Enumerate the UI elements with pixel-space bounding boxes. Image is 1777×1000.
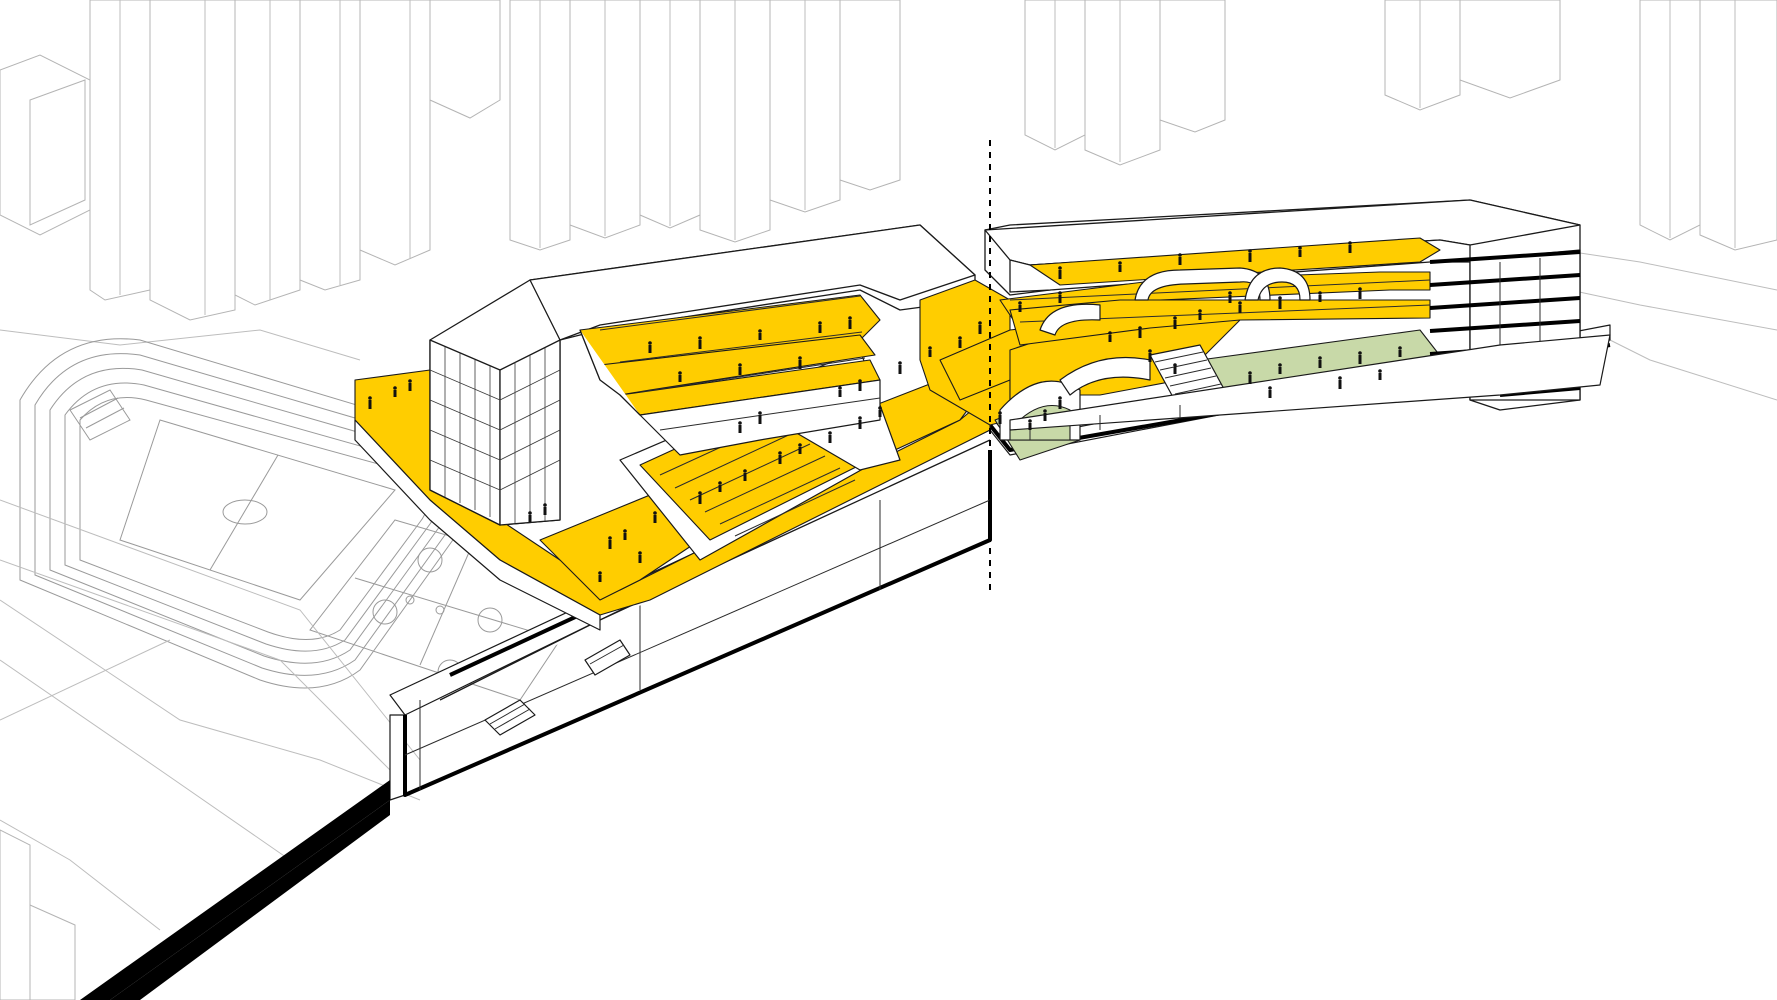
person-figure <box>1018 301 1022 312</box>
person-figure <box>1118 261 1122 272</box>
person-figure <box>798 443 802 454</box>
person-figure <box>1058 396 1062 409</box>
right-building-block <box>984 199 1611 461</box>
person-figure <box>998 411 1002 424</box>
person-figure <box>1358 351 1362 364</box>
person-figure <box>818 321 822 333</box>
person-figure <box>858 379 862 391</box>
person-figure <box>1043 409 1047 421</box>
person-figure <box>1378 369 1382 380</box>
person-figure <box>898 361 902 374</box>
person-figure <box>638 551 642 563</box>
person-figure <box>1348 241 1352 253</box>
person-figure <box>698 336 702 349</box>
person-figure <box>1318 356 1322 368</box>
person-figure <box>1278 363 1282 374</box>
person-figure <box>1318 291 1322 302</box>
block-a-windows <box>429 347 561 523</box>
person-figure <box>1173 363 1177 374</box>
person-figure <box>368 396 372 409</box>
person-figure <box>838 386 842 397</box>
person-figure <box>1278 296 1282 309</box>
person-figure <box>1138 326 1142 338</box>
person-figure <box>958 336 962 348</box>
person-figure <box>1198 309 1202 320</box>
person-figure <box>393 386 397 397</box>
person-figure <box>1228 291 1232 303</box>
person-figure <box>778 451 782 464</box>
person-figure <box>1338 376 1342 389</box>
person-figure <box>1358 287 1362 299</box>
person-figure <box>623 529 627 540</box>
person-figure <box>1178 253 1182 265</box>
person-figure <box>608 536 612 549</box>
person-figure <box>878 406 882 417</box>
person-figure <box>598 571 602 582</box>
person-figure <box>653 511 657 523</box>
person-figure <box>798 356 802 369</box>
person-figure <box>678 371 682 382</box>
person-figure <box>528 511 532 522</box>
tower-group-middle <box>509 0 901 251</box>
person-figure <box>738 363 742 375</box>
person-figure <box>408 379 412 391</box>
person-figure <box>1248 249 1252 262</box>
person-figure <box>738 421 742 433</box>
tower-group-right <box>1024 0 1777 251</box>
scale-figures <box>368 241 1402 582</box>
person-figure <box>1108 331 1112 342</box>
person-figure <box>1268 386 1272 398</box>
person-figure <box>858 416 862 429</box>
person-figure <box>1398 346 1402 357</box>
person-figure <box>743 469 747 481</box>
person-figure <box>543 503 547 515</box>
person-figure <box>1298 246 1302 257</box>
person-figure <box>758 329 762 340</box>
person-figure <box>758 411 762 424</box>
person-figure <box>828 431 832 443</box>
person-figure <box>928 346 932 357</box>
person-figure <box>1173 316 1177 329</box>
person-figure <box>1028 419 1032 430</box>
person-figure <box>1238 301 1242 313</box>
person-figure <box>978 321 982 334</box>
left-building-block <box>354 224 991 631</box>
person-figure <box>698 491 702 504</box>
person-figure <box>1148 349 1152 362</box>
tower-group-left <box>0 0 501 321</box>
person-figure <box>1058 266 1062 279</box>
person-figure <box>848 316 852 329</box>
person-figure <box>648 341 652 353</box>
person-figure <box>1058 291 1062 303</box>
person-figure <box>718 481 722 492</box>
person-figure <box>1248 371 1252 384</box>
